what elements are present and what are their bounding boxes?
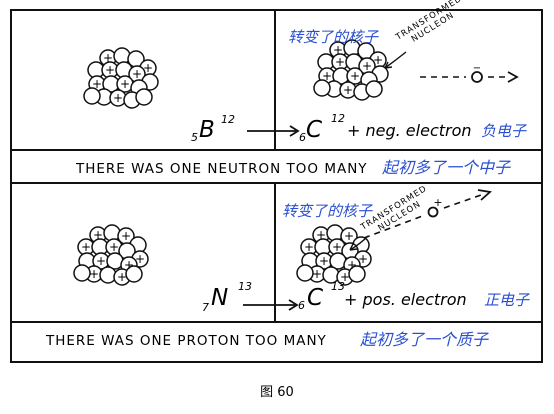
electron-circle [471, 71, 483, 83]
positron-particle: + [427, 196, 443, 218]
caption-cn-top: 起初多了一个中子 [382, 158, 511, 177]
particle-arrowhead-top [507, 71, 519, 83]
reactant-z-bottom: 7 [202, 301, 209, 314]
proton-sign: + [132, 67, 142, 81]
annotation-cn-top: 转变了的核子 [288, 28, 379, 46]
particle-arrowhead-bottom [477, 189, 493, 201]
proton-sign: + [93, 228, 103, 242]
product-a-top: 12 [331, 112, 345, 125]
reactant-z-top: 5 [191, 131, 198, 144]
neutron-circle [296, 264, 314, 282]
proton-sign: + [120, 77, 130, 91]
neutron-circle [135, 88, 153, 106]
proton-sign: + [304, 240, 314, 254]
proton-sign: + [358, 252, 368, 266]
proton-sign: + [103, 51, 113, 65]
proton-sign: + [344, 229, 354, 243]
caption-en-bottom: THERE WAS ONE PROTON TOO MANY [45, 333, 327, 349]
proton-sign: + [135, 252, 145, 266]
reaction-arrowhead-top [289, 125, 300, 137]
proton-sign: + [143, 61, 153, 75]
neutron-circle [73, 264, 91, 282]
reactant-symbol-bottom: N [211, 285, 228, 311]
reactant-symbol-top: B [199, 117, 215, 143]
annotation-arrowhead-bottom [349, 243, 358, 251]
outer-border [10, 9, 543, 363]
nucleus-after-beta-plus: +++++++++ [296, 224, 372, 286]
reactant-a-bottom: 13 [238, 280, 252, 293]
nucleus-before-beta-minus: +++++++ [83, 47, 159, 109]
proton-sign: + [347, 258, 357, 272]
product-a-bottom: 13 [331, 280, 345, 293]
neutron-circle [83, 87, 101, 105]
annotation-arrowhead-top [384, 61, 393, 69]
positron-circle [427, 206, 439, 218]
positron-sign: + [433, 196, 442, 209]
equation-top: 5 B 12 6 C 12 + neg. electron 负电子 [191, 112, 527, 144]
caption-en-top: THERE WAS ONE NEUTRON TOO MANY [75, 161, 368, 177]
proton-sign: + [350, 69, 360, 83]
nucleus-after-beta-minus: +++++++ [313, 39, 389, 101]
product-symbol-bottom: C [307, 285, 323, 311]
proton-sign: + [312, 267, 322, 281]
neutron-circle [348, 265, 366, 283]
proton-sign: + [322, 69, 332, 83]
neutron-circle [125, 265, 143, 283]
proton-sign: + [343, 83, 353, 97]
proton-sign: + [96, 254, 106, 268]
proton-sign: + [92, 77, 102, 91]
annotation-cn-bottom: 转变了的核子 [282, 202, 373, 220]
frame [10, 9, 543, 363]
proton-sign: + [109, 240, 119, 254]
proton-sign: + [105, 63, 115, 77]
product-z-top: 6 [299, 131, 306, 144]
proton-sign: + [335, 55, 345, 69]
product-tail-bottom: + pos. electron [344, 290, 467, 309]
caption-cn-bottom: 起初多了一个质子 [360, 330, 489, 349]
product-tail-cn-bottom: 正电子 [484, 291, 530, 309]
product-tail-top: + neg. electron [347, 121, 472, 140]
reaction-arrowhead-bottom [288, 299, 299, 311]
proton-sign: + [113, 91, 123, 105]
electron-particle: − [471, 63, 483, 83]
reactant-a-top: 12 [221, 113, 235, 126]
proton-sign: + [340, 270, 350, 284]
proton-sign: + [319, 254, 329, 268]
annotation-en-top-1: TRANSFORMED [393, 0, 464, 43]
nucleus-before-beta-plus: +++++++++ [73, 224, 149, 286]
neutron-circle [365, 80, 383, 98]
equation-bottom: 7 N 13 6 C 13 + pos. electron 正电子 [202, 280, 530, 314]
neutron-circle [313, 79, 331, 97]
proton-sign: + [121, 229, 131, 243]
proton-sign: + [81, 240, 91, 254]
figure-label: 图 60 [260, 385, 294, 400]
proton-sign: + [124, 258, 134, 272]
proton-sign: + [332, 240, 342, 254]
electron-sign: − [473, 63, 481, 74]
product-tail-cn-top: 负电子 [481, 122, 527, 140]
product-symbol-top: C [306, 117, 322, 143]
proton-sign: + [333, 43, 343, 57]
annotation-arrow-top [384, 51, 407, 69]
product-z-bottom: 6 [298, 299, 305, 312]
proton-sign: + [117, 270, 127, 284]
particle-path-bottom-right [443, 194, 482, 209]
proton-sign: + [89, 267, 99, 281]
proton-sign: + [316, 228, 326, 242]
proton-sign: + [373, 53, 383, 67]
proton-sign: + [362, 59, 372, 73]
